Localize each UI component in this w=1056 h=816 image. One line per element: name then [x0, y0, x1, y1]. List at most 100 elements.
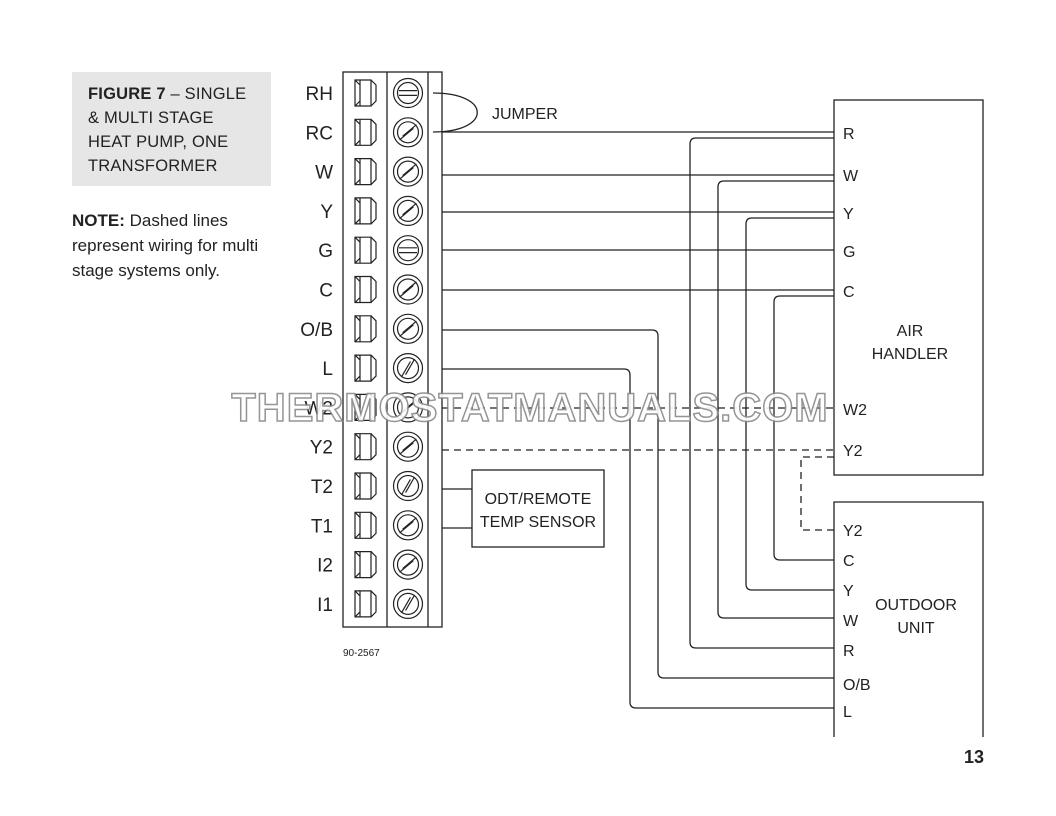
- note: NOTE: Dashed lines represent wiring for …: [72, 208, 272, 283]
- screw-slot: [399, 167, 414, 180]
- air-handler-terminal-w2: W2: [843, 402, 867, 419]
- screw-slot: [399, 560, 414, 573]
- screw-slot: [402, 281, 417, 294]
- terminal-screw-icon: [392, 195, 424, 226]
- terminal-clamp-icon: [354, 197, 377, 225]
- air-handler-terminal-w: W: [843, 168, 859, 185]
- terminal-label-i2: I2: [317, 556, 333, 577]
- terminal-label-g: G: [318, 241, 333, 262]
- terminal-label-w2: W2: [305, 398, 334, 419]
- terminal-clamp-icon: [354, 158, 377, 186]
- terminal-screw-icon: [392, 77, 424, 109]
- screw-head: [396, 592, 420, 616]
- terminal-clamp-icon: [354, 79, 377, 107]
- outdoor-unit-terminal-c: C: [843, 553, 855, 570]
- note-text: Dashed lines represent wiring for multi …: [72, 211, 259, 280]
- screw-head: [396, 278, 420, 301]
- wire-ob-ou-ob: [442, 329, 834, 679]
- screw-slot: [402, 202, 417, 216]
- page-number: 13: [964, 747, 985, 767]
- wire-ah-w-ou-w: [717, 180, 834, 619]
- air-handler-terminal-c: C: [843, 284, 855, 301]
- outdoor-unit-label-2: UNIT: [897, 620, 935, 637]
- screw-slot: [399, 442, 414, 455]
- air-handler-terminal-y2: Y2: [843, 443, 863, 460]
- terminal-clamp-icon: [354, 275, 377, 304]
- outdoor-unit-label-1: OUTDOOR: [875, 597, 957, 614]
- jumper-label: JUMPER: [492, 106, 558, 123]
- screw-slot: [399, 520, 414, 534]
- outdoor-unit-terminal-ob: O/B: [843, 677, 871, 694]
- figure-caption: FIGURE 7 – SINGLE & MULTI STAGE HEAT PUM…: [72, 72, 271, 186]
- terminal-screw-icon: [392, 313, 424, 344]
- outdoor-unit-terminal-r: R: [843, 643, 855, 660]
- wires: [442, 131, 834, 709]
- terminal-screw-icon: [392, 274, 424, 305]
- terminal-clamp-icon: [354, 236, 377, 264]
- wire-l-ou-l: [442, 368, 834, 709]
- screw-slot: [402, 556, 417, 570]
- figure-label: FIGURE 7: [88, 85, 166, 103]
- terminal-screw-icon: [392, 431, 424, 462]
- terminal-clamp-icon: [354, 511, 377, 539]
- outdoor-unit-terminal-y2: Y2: [843, 523, 863, 540]
- screw-slot: [402, 399, 417, 412]
- screw-head: [396, 396, 420, 419]
- screw-slot: [405, 358, 416, 375]
- wire-ah-c-ou-c: [773, 295, 834, 561]
- terminal-label-t1: T1: [311, 516, 333, 537]
- terminal-screw-icon: [392, 588, 424, 620]
- terminal-screw-icon: [392, 353, 424, 384]
- terminal-clamp-icon: [354, 433, 377, 461]
- sensor-label-1: ODT/REMOTE: [485, 491, 592, 508]
- screw-slot: [402, 163, 417, 177]
- screw-head: [396, 160, 420, 183]
- terminal-screw-icon: [392, 470, 424, 502]
- screw-slot: [402, 320, 417, 334]
- terminal-screw-icon: [392, 235, 424, 266]
- screw-slot: [402, 124, 417, 137]
- screw-head: [396, 317, 420, 340]
- air-handler-label-2: HANDLER: [872, 346, 948, 363]
- screw-slot: [402, 438, 417, 452]
- air-handler-terminal-g: G: [843, 244, 855, 261]
- terminal-label-y: Y: [320, 202, 333, 223]
- terminal-screw-icon: [392, 156, 424, 187]
- screw-slot: [399, 402, 414, 416]
- screw-head: [396, 239, 420, 262]
- terminal-label-l: L: [322, 359, 333, 380]
- screw-slot: [405, 476, 416, 493]
- terminal-screw-icon: [392, 510, 424, 541]
- terminal-clamp-icon: [354, 393, 377, 421]
- terminal-label-y2: Y2: [310, 438, 333, 459]
- terminal-clamp-icon: [354, 472, 377, 500]
- sensor-label-2: TEMP SENSOR: [480, 514, 596, 531]
- terminal-label-rh: RH: [306, 84, 333, 105]
- terminal-label-c: C: [319, 281, 333, 302]
- screw-slot: [399, 206, 414, 219]
- part-number: 90-2567: [343, 648, 380, 659]
- terminal-label-t2: T2: [311, 477, 333, 498]
- screw-head: [396, 553, 420, 576]
- terminal-label-rc: RC: [306, 123, 333, 144]
- screw-slot: [400, 597, 411, 614]
- screw-head: [396, 357, 420, 380]
- figure-title: – SINGLE & MULTI STAGE HEAT PUMP, ONE TR…: [88, 85, 247, 175]
- screw-head: [396, 121, 420, 144]
- terminal-screw-icon: [392, 392, 424, 423]
- terminal-clamp-icon: [354, 315, 377, 343]
- wire-ah-y-ou-y: [745, 217, 834, 591]
- outdoor-unit-terminal-w: W: [843, 613, 859, 630]
- screw-slot: [400, 479, 411, 496]
- screw-head: [396, 199, 420, 222]
- terminal-label-w: W: [315, 163, 333, 184]
- screw-slot: [405, 594, 416, 611]
- terminal-clamp-icon: [354, 551, 377, 579]
- jumper: JUMPER: [432, 92, 558, 133]
- air-handler-terminal-y: Y: [843, 206, 854, 223]
- terminal-screw-icon: [392, 117, 424, 148]
- outdoor-unit-terminal-l: L: [843, 704, 852, 721]
- air-handler-label-1: AIR: [897, 323, 924, 340]
